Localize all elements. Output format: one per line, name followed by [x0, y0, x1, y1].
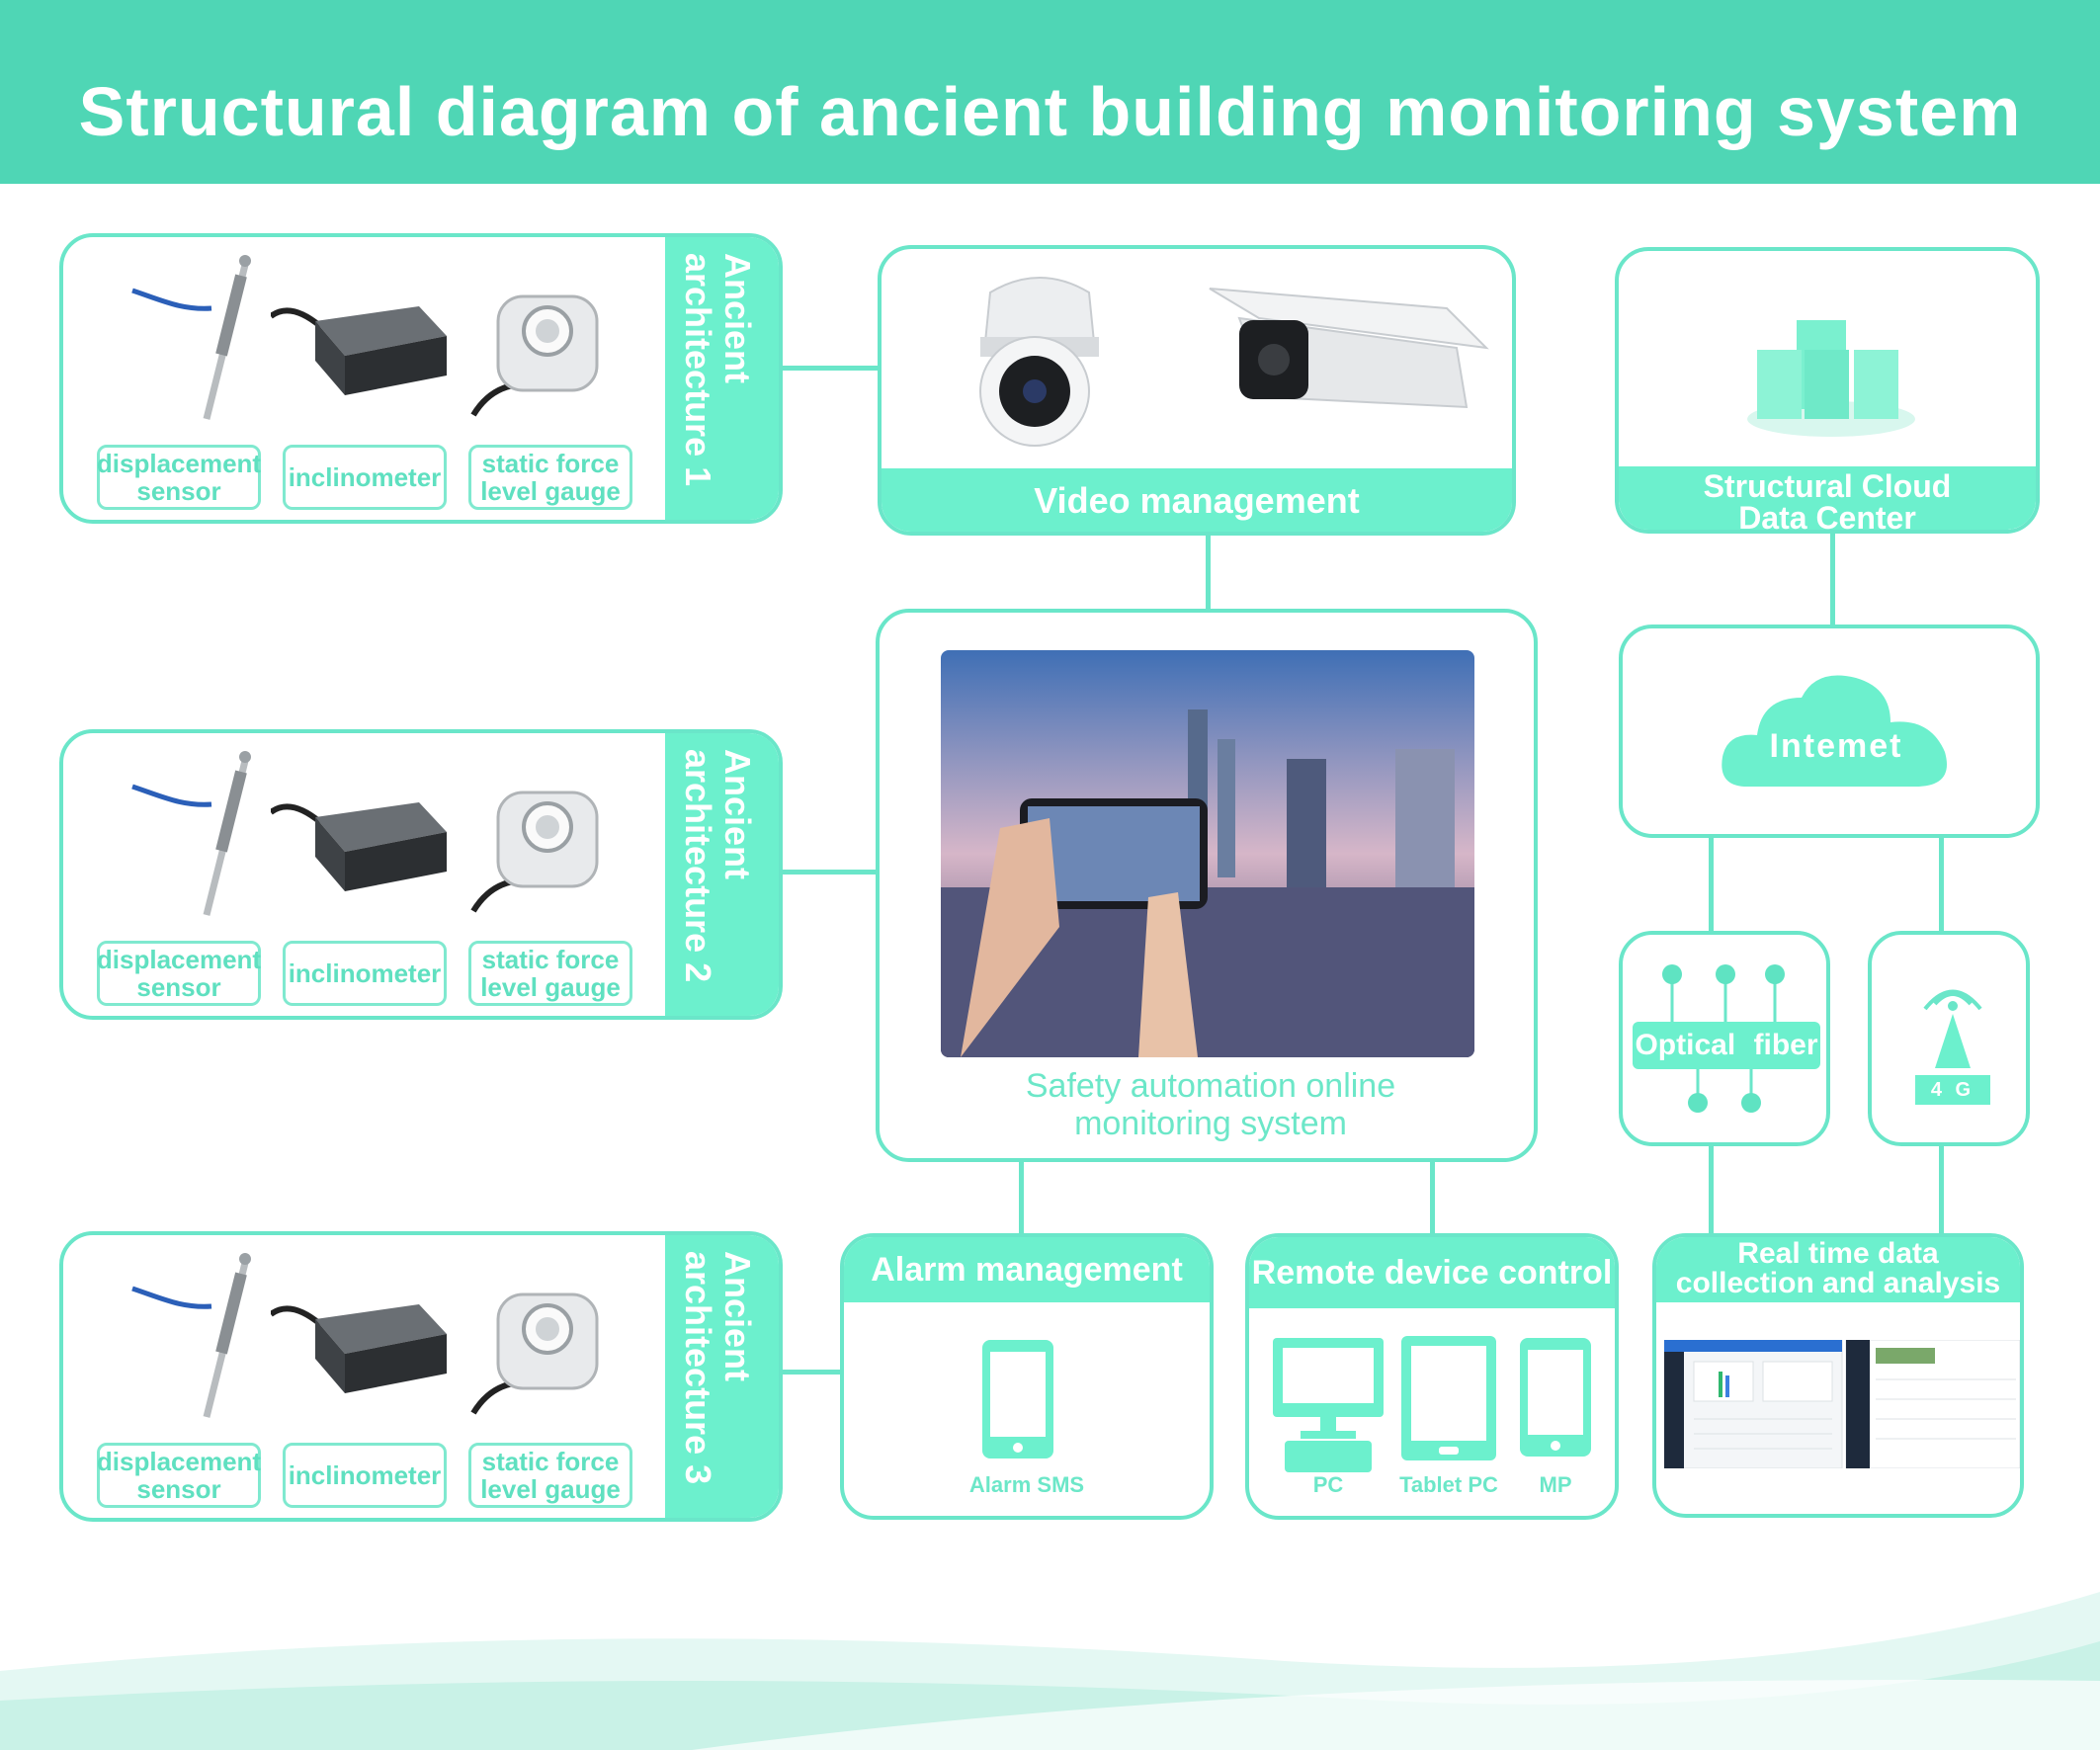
city-tablet-image	[941, 650, 1474, 1057]
pc-icon	[1273, 1338, 1384, 1472]
static-force-level-gauge-image	[470, 294, 599, 417]
displacement-sensor-image	[131, 255, 251, 420]
remote-device-control-panel: Remote device control PC Tablet PC MP	[1245, 1233, 1619, 1520]
static-force-level-gauge-image	[470, 1292, 599, 1415]
architecture-label: Ancient architecture 2	[678, 749, 758, 983]
remote-device-control-band: Remote device control	[1249, 1237, 1615, 1308]
network-nodes-icon	[1662, 964, 1785, 1113]
signal-tower-icon	[1923, 989, 1982, 1068]
header-banner: Structural diagram of ancient building m…	[0, 0, 2100, 184]
page-title: Structural diagram of ancient building m…	[78, 73, 2022, 150]
connector-line	[1830, 532, 1835, 626]
static-force-level-gauge-image	[470, 791, 599, 913]
bullet-camera-image	[1209, 288, 1489, 409]
connector-line	[1939, 1142, 1944, 1237]
alarm-sms-label: Alarm SMS	[968, 1472, 1085, 1497]
architecture-label: Ancient architecture 1	[678, 253, 758, 487]
architecture-2-panel: Ancient architecture 2 displacement sens…	[59, 729, 783, 1020]
video-management-band: Video management	[882, 468, 1512, 532]
displacement-sensor-label: displacement sensor	[97, 445, 261, 510]
inclinometer-image	[271, 802, 447, 891]
4g-panel: 4 G	[1868, 931, 2030, 1146]
static-force-level-gauge-label: static force level gauge	[468, 445, 632, 510]
mobile-phone-icon	[982, 1340, 1053, 1458]
decorative-wave	[0, 1592, 2100, 1750]
tablet-pc-label: Tablet PC	[1399, 1472, 1498, 1497]
realtime-data-band: Real time data collection and analysis	[1656, 1237, 2020, 1302]
dome-camera-image	[979, 277, 1099, 447]
connector-line	[779, 1370, 842, 1375]
displacement-sensor-image	[131, 751, 251, 916]
inclinometer-image	[271, 306, 447, 395]
connector-line	[1939, 836, 1944, 935]
server-cluster-icon	[1747, 320, 1915, 437]
dashboard-screenshot	[1664, 1340, 2020, 1468]
connector-line	[779, 366, 878, 371]
safety-monitoring-panel: Safety automation online monitoring syst…	[876, 609, 1538, 1162]
inclinometer-image	[271, 1304, 447, 1393]
connector-line	[1709, 836, 1714, 935]
connector-line	[1430, 1158, 1435, 1237]
displacement-sensor-label: displacement sensor	[97, 1443, 261, 1508]
safety-monitoring-caption: Safety automation online monitoring syst…	[1025, 1067, 1396, 1142]
architecture-band	[665, 1235, 779, 1518]
architecture-band	[665, 237, 779, 520]
mp-label: MP	[1539, 1472, 1572, 1497]
cloud-icon	[1722, 675, 1947, 787]
displacement-sensor-image	[131, 1253, 251, 1418]
static-force-level-gauge-label: static force level gauge	[468, 1443, 632, 1508]
mobile-phone-icon	[1520, 1338, 1591, 1457]
architecture-3-panel: Ancient architecture 3 displacement sens…	[59, 1231, 783, 1522]
inclinometer-label: inclinometer	[283, 445, 447, 510]
inclinometer-label: inclinometer	[283, 1443, 447, 1508]
optical-fiber-panel: Optical fiber	[1619, 931, 1830, 1146]
architecture-1-panel: Ancient architecture 1 displacement sens…	[59, 233, 783, 524]
cloud-data-center-band: Structural Cloud Data Center	[1619, 466, 2036, 530]
cloud-data-center-panel: Structural Cloud Data Center	[1615, 247, 2040, 534]
internet-label: Intemet	[1769, 727, 1903, 765]
displacement-sensor-label: displacement sensor	[97, 941, 261, 1006]
architecture-band	[665, 733, 779, 1016]
video-management-panel: Video management	[878, 245, 1516, 536]
alarm-management-panel: Alarm management Alarm SMS	[840, 1233, 1214, 1520]
pc-label: PC	[1312, 1472, 1344, 1497]
connector-line	[779, 870, 878, 875]
connector-line	[1709, 1142, 1714, 1237]
architecture-label: Ancient architecture 3	[678, 1251, 758, 1485]
4g-label: 4 G	[1915, 1075, 1990, 1105]
inclinometer-label: inclinometer	[283, 941, 447, 1006]
optical-fiber-label: Optical fiber	[1633, 1022, 1820, 1069]
tablet-pc-icon	[1401, 1336, 1496, 1460]
connector-line	[1019, 1158, 1024, 1237]
internet-panel: Intemet	[1619, 625, 2040, 838]
alarm-management-band: Alarm management	[844, 1237, 1210, 1302]
realtime-data-panel: Real time data collection and analysis	[1652, 1233, 2024, 1518]
connector-line	[1206, 532, 1211, 613]
static-force-level-gauge-label: static force level gauge	[468, 941, 632, 1006]
